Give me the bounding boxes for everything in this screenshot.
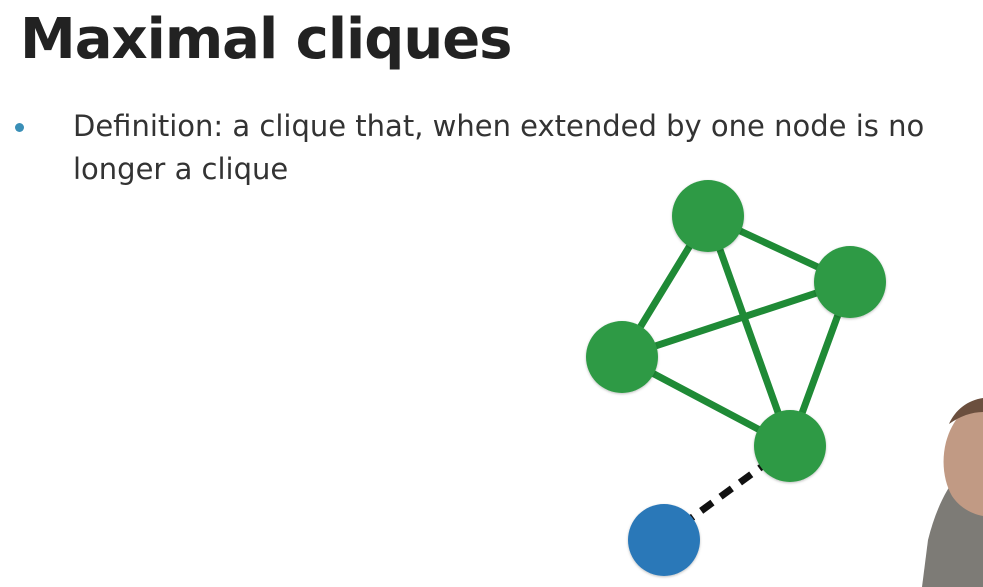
bullet-dot	[15, 123, 24, 132]
node-bottom	[754, 410, 826, 482]
clique-nodes	[586, 180, 886, 482]
extra-node	[628, 504, 700, 576]
node-left	[586, 321, 658, 393]
presenter-head	[943, 400, 983, 516]
bullet-text: Definition: a clique that, when extended…	[73, 109, 925, 186]
slide-title: Maximal cliques	[20, 7, 513, 72]
edge-left-right	[618, 278, 854, 361]
node-right	[814, 246, 886, 318]
edge-top-bottom	[704, 212, 794, 450]
node-top	[672, 180, 744, 252]
bullet-item: Definition: a clique that, when extended…	[0, 105, 973, 191]
presenter-hair	[949, 398, 983, 424]
bullet-list: Definition: a clique that, when extended…	[0, 105, 983, 191]
